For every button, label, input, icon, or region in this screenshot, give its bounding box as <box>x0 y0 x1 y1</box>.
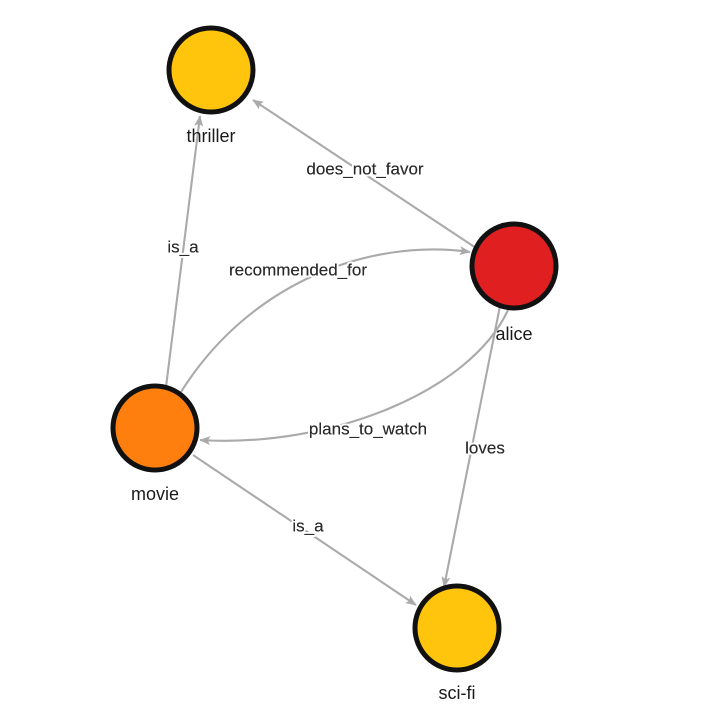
graph-edge[interactable] <box>180 246 471 393</box>
graph-edge[interactable] <box>441 305 502 588</box>
node-label-thriller: thriller <box>186 126 235 146</box>
graph-node-sci-fi[interactable] <box>412 583 502 673</box>
edge-label-halo: loves <box>465 438 505 457</box>
node-labels-layer: thriller alice movie sci-fi <box>131 126 533 703</box>
graph-edge[interactable] <box>252 99 477 249</box>
node-label-alice: alice <box>495 324 532 344</box>
edge-label: loves <box>465 438 505 457</box>
edge-label: is_a <box>167 237 199 256</box>
edge-label-halo: is_a <box>292 516 324 535</box>
nodes-layer <box>110 25 559 673</box>
edge-label-halo: does_not_favor <box>306 159 424 178</box>
graph-edge[interactable] <box>192 454 417 606</box>
edge-label: recommended_for <box>229 260 367 279</box>
edge-label-halo: plans_to_watch <box>309 419 427 438</box>
edges-layer <box>164 99 509 606</box>
graph-node-alice[interactable] <box>469 221 559 311</box>
node-label-sci-fi: sci-fi <box>439 683 476 703</box>
graph-node-movie[interactable] <box>110 383 200 473</box>
edge-label-halo: is_a <box>167 237 199 256</box>
graph-edge[interactable] <box>199 309 509 446</box>
edge-label-halo: recommended_for <box>229 260 367 279</box>
edge-labels-layer: does_not_favordoes_not_favoris_ais_areco… <box>165 157 506 537</box>
edge-label: does_not_favor <box>306 159 424 178</box>
edge-label: plans_to_watch <box>309 419 427 438</box>
graph-node-thriller[interactable] <box>166 25 256 115</box>
graph-edge[interactable] <box>164 115 204 388</box>
node-label-movie: movie <box>131 484 179 504</box>
edge-label: is_a <box>292 516 324 535</box>
